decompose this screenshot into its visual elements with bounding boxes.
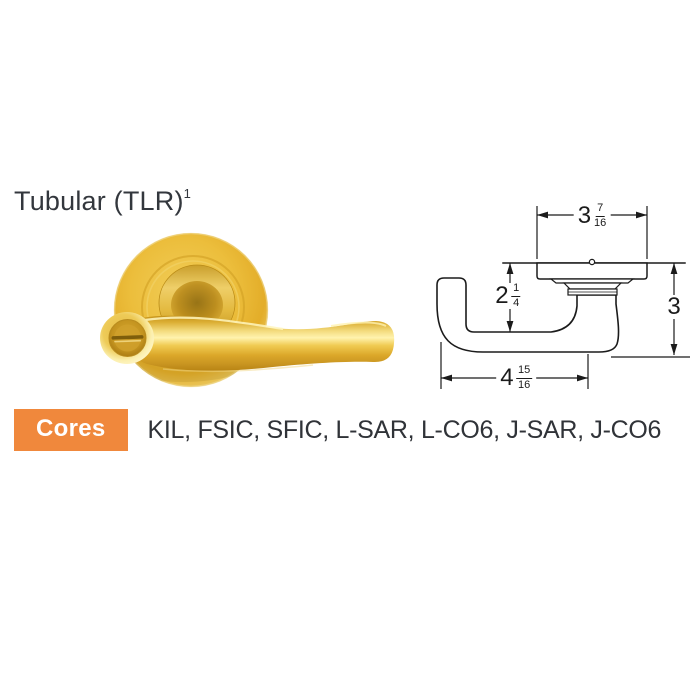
rose-lip: [549, 278, 635, 284]
dimension-top-width: 3 7 16: [573, 202, 611, 230]
dimension-projection: 2 1 4: [491, 282, 525, 310]
dim-whole: 4: [500, 364, 514, 392]
page-title: Tubular (TLR)1: [14, 186, 191, 217]
screw-slot: [111, 335, 144, 340]
product-photo: [100, 232, 395, 388]
cores-list: KIL, FSIC, SFIC, L-SAR, L-CO6, J-SAR, J-…: [147, 415, 662, 444]
rose-profile: [536, 262, 648, 280]
dimension-arrowheads: [441, 211, 678, 382]
page-title-text: Tubular (TLR): [14, 186, 184, 216]
dim-whole: 3: [667, 293, 681, 320]
rose-taper: [562, 282, 623, 290]
lever-profile: [436, 277, 620, 353]
dim-fraction: 1 4: [511, 282, 521, 309]
dim-fraction: 7 16: [594, 202, 607, 229]
title-footnote-marker: 1: [183, 186, 192, 201]
lever-bar: [129, 315, 395, 371]
dim-whole: 2: [495, 282, 509, 310]
dimension-length: 4 15 16: [496, 364, 536, 392]
technical-drawing: [436, 206, 690, 389]
cores-badge: Cores: [14, 409, 128, 451]
dim-whole: 3: [577, 202, 592, 230]
dim-fraction: 15 16: [516, 364, 532, 391]
cores-section: Cores KIL, FSIC, SFIC, L-SAR, L-CO6, J-S…: [14, 409, 661, 451]
rose-screw-hole: [588, 258, 596, 266]
dimension-height: 3: [663, 293, 685, 320]
dimension-lines: [440, 206, 690, 389]
